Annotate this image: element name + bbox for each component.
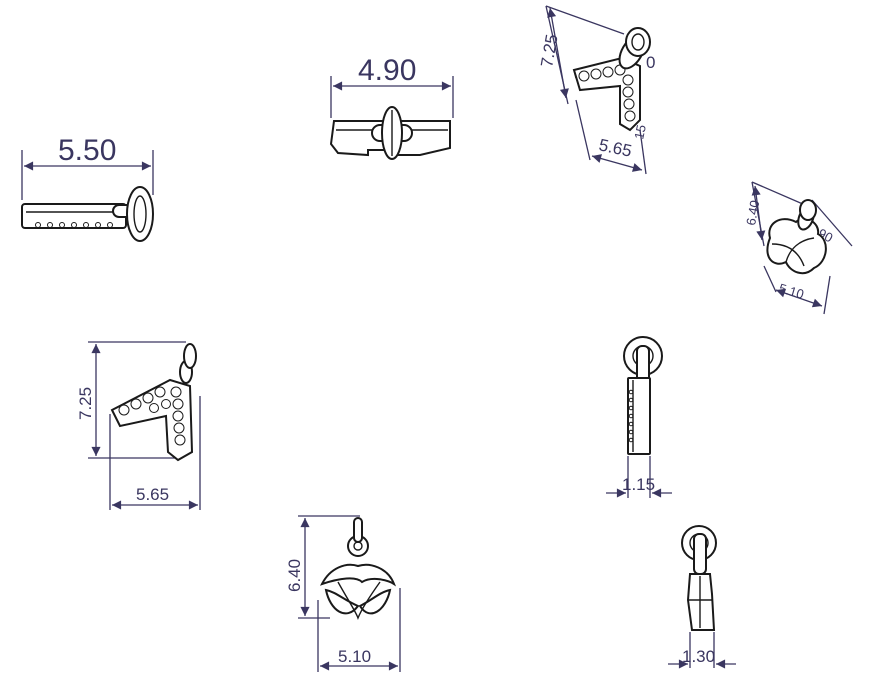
pave-stones-side <box>628 389 634 443</box>
dim-depth-label: 0 <box>646 53 655 72</box>
view-top-width: 4.90 <box>329 54 454 160</box>
dim-width-label: 4.90 <box>358 54 416 87</box>
dim-length-label: 5.50 <box>58 134 116 167</box>
view-side-thickness-flower: 1.30 <box>668 525 736 669</box>
dim-width-label: 5.10 <box>777 280 805 301</box>
pave-stones-strip <box>35 222 113 228</box>
pave-stones-v <box>118 386 186 446</box>
view-side-length: 5.50 <box>21 134 154 242</box>
dim-height-label: 7.25 <box>76 387 95 420</box>
dim-height-label: 7.25 <box>537 33 561 69</box>
dim-height-label: 6.40 <box>743 199 762 227</box>
view-isometric-v: 7.25 0 5.65 15 <box>537 5 655 175</box>
dim-width-label: 5.65 <box>136 485 169 504</box>
view-front-v: 7.25 5.65 <box>76 341 201 510</box>
dim-small-label: 15 <box>631 123 649 140</box>
dim-width-label: 5.65 <box>597 135 633 160</box>
dim-width-label: 5.10 <box>338 647 371 666</box>
view-front-flower: 6.40 5.10 <box>285 515 401 672</box>
dim-thickness-label: 1.15 <box>622 475 655 494</box>
view-isometric-flower: 6.40 90 5.10 <box>743 181 853 315</box>
dim-height-label: 6.40 <box>285 559 304 592</box>
view-side-thickness-v: 1.15 <box>606 336 672 498</box>
dim-thickness-label: 1.30 <box>682 647 715 666</box>
